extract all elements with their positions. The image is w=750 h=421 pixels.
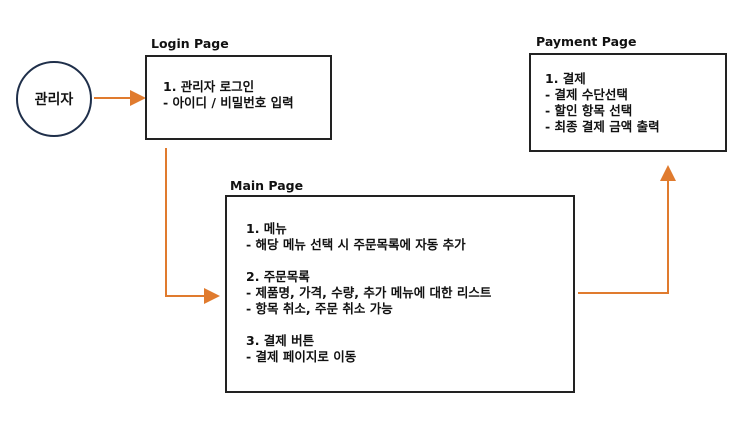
main-page-title: Main Page <box>230 178 304 193</box>
login-line-2: - 아이디 / 비밀번호 입력 <box>163 95 294 110</box>
arrow-login-to-main <box>165 148 220 304</box>
main-section-2-item-1: - 제품명, 가격, 수량, 추가 메뉴에 대한 리스트 <box>246 285 492 300</box>
login-line-1: 1. 관리자 로그인 <box>163 79 255 94</box>
payment-page-box: 1. 결제 - 결제 수단선택 - 할인 항목 선택 - 최종 결제 금액 출력 <box>529 53 727 152</box>
login-page-title: Login Page <box>151 36 229 51</box>
main-section-2-item-2: - 항목 취소, 주문 취소 가능 <box>246 301 393 316</box>
main-page-box: 1. 메뉴 - 해당 메뉴 선택 시 주문목록에 자동 추가 2. 주문목록 -… <box>225 195 575 393</box>
main-section-1-heading: 1. 메뉴 <box>246 221 287 236</box>
payment-line-1: 1. 결제 <box>545 71 586 86</box>
login-page-box: 1. 관리자 로그인 - 아이디 / 비밀번호 입력 <box>145 55 332 140</box>
arrow-main-to-payment <box>578 165 676 294</box>
admin-actor-circle: 관리자 <box>16 61 92 137</box>
main-section-3-heading: 3. 결제 버튼 <box>246 333 315 348</box>
main-section-1-item-1: - 해당 메뉴 선택 시 주문목록에 자동 추가 <box>246 237 466 252</box>
admin-actor-label: 관리자 <box>34 92 74 108</box>
main-section-3-item-1: - 결제 페이지로 이동 <box>246 349 357 364</box>
payment-line-4: - 최종 결제 금액 출력 <box>545 119 660 134</box>
payment-line-3: - 할인 항목 선택 <box>545 103 633 118</box>
payment-line-2: - 결제 수단선택 <box>545 87 628 102</box>
main-section-2-heading: 2. 주문목록 <box>246 269 310 284</box>
payment-page-title: Payment Page <box>536 34 637 49</box>
